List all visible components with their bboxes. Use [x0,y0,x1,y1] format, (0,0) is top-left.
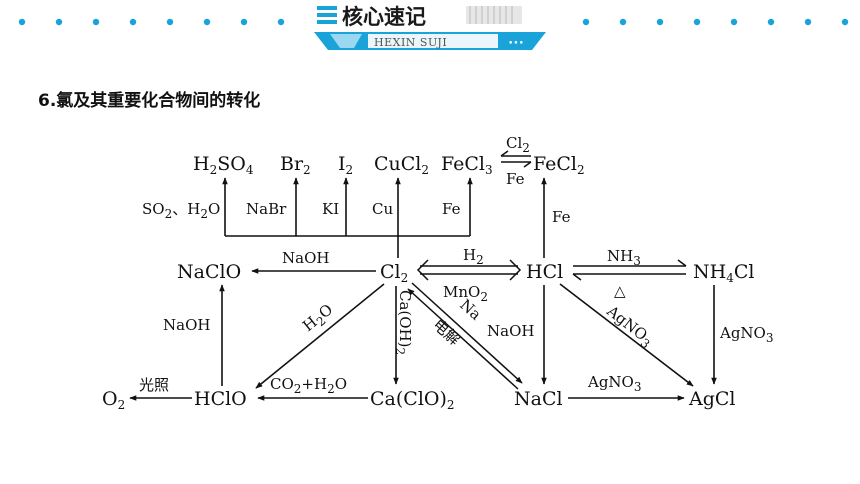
label-h2o-diag: H2O [299,300,338,337]
arrow-cl2-nacl [407,282,523,390]
label-ki: KI [322,200,339,218]
banner-dots-small: ••• [508,39,524,49]
label-h2: H2 [463,246,484,267]
label-light: 光照 [139,376,169,394]
label-naoh-left: NaOH [163,316,210,334]
banner-subtitle: HEXIN SUJI [374,36,447,49]
banner-title-plate: 核心速记 HEXIN SUJI ••• [314,5,546,50]
section-heading: 6.氯及其重要化合物间的转化 [38,91,261,111]
fecl3-fecl2-equilibrium [500,150,532,168]
species-naclo: NaClO [177,261,241,283]
label-fe-left: Fe [442,200,461,218]
species-o2: O2 [102,388,125,412]
label-agno3-right: AgNO3 [719,324,774,345]
species-i2: I2 [338,153,353,177]
species-h2so4: H2SO4 [193,153,254,177]
label-mno2: MnO2 [443,283,488,304]
label-so2-h2o: SO2、H2O [142,200,220,221]
banner-ribbon-light [330,34,362,48]
header-banner: 核心速记 HEXIN SUJI ••• [18,5,849,50]
label-co2-h2o: CO2+H2O [270,375,347,396]
arrow-hcl-nh4cl [572,259,687,281]
label-agno3-diag: AgNO3 [601,301,657,351]
label-fe-right: Fe [552,208,571,226]
banner-stripes [466,6,522,24]
arrow-cl2-hclo [255,283,385,389]
label-cu: Cu [372,200,393,218]
label-electrolysis: 电解 [429,316,463,349]
species-hclo: HClO [194,388,247,410]
label-heat: △ [614,282,626,300]
species-nacl: NaCl [514,388,563,410]
label-naoh-mid: NaOH [487,322,534,340]
list-icon [317,6,337,24]
top-branch [222,177,473,258]
species-br2: Br2 [280,153,311,177]
label-cl2-top: Cl2 [506,134,530,155]
species-fecl3: FeCl3 [441,153,493,177]
banner-dots-left [18,18,285,26]
label-agno3-bottom: AgNO3 [587,373,642,394]
banner-title: 核心速记 [342,5,426,29]
species-agcl: AgCl [688,388,736,410]
species-cucl2: CuCl2 [374,153,429,177]
arrow-hcl-agcl [559,283,694,387]
label-nabr: NaBr [246,200,287,218]
species-caclo2: Ca(ClO)2 [370,388,455,412]
species-cl2: Cl2 [380,261,408,285]
label-naoh-top: NaOH [282,249,329,267]
species-hcl: HCl [526,261,563,283]
label-nh3: NH3 [607,247,641,268]
species-fecl2: FeCl2 [533,153,585,177]
species-nh4cl: NH4Cl [693,261,754,285]
label-caoh2: Ca(OH)2 [393,290,414,355]
arrow-cl2-hcl [416,259,522,281]
banner-dots-right [582,18,849,26]
label-fe-under: Fe [506,170,525,188]
